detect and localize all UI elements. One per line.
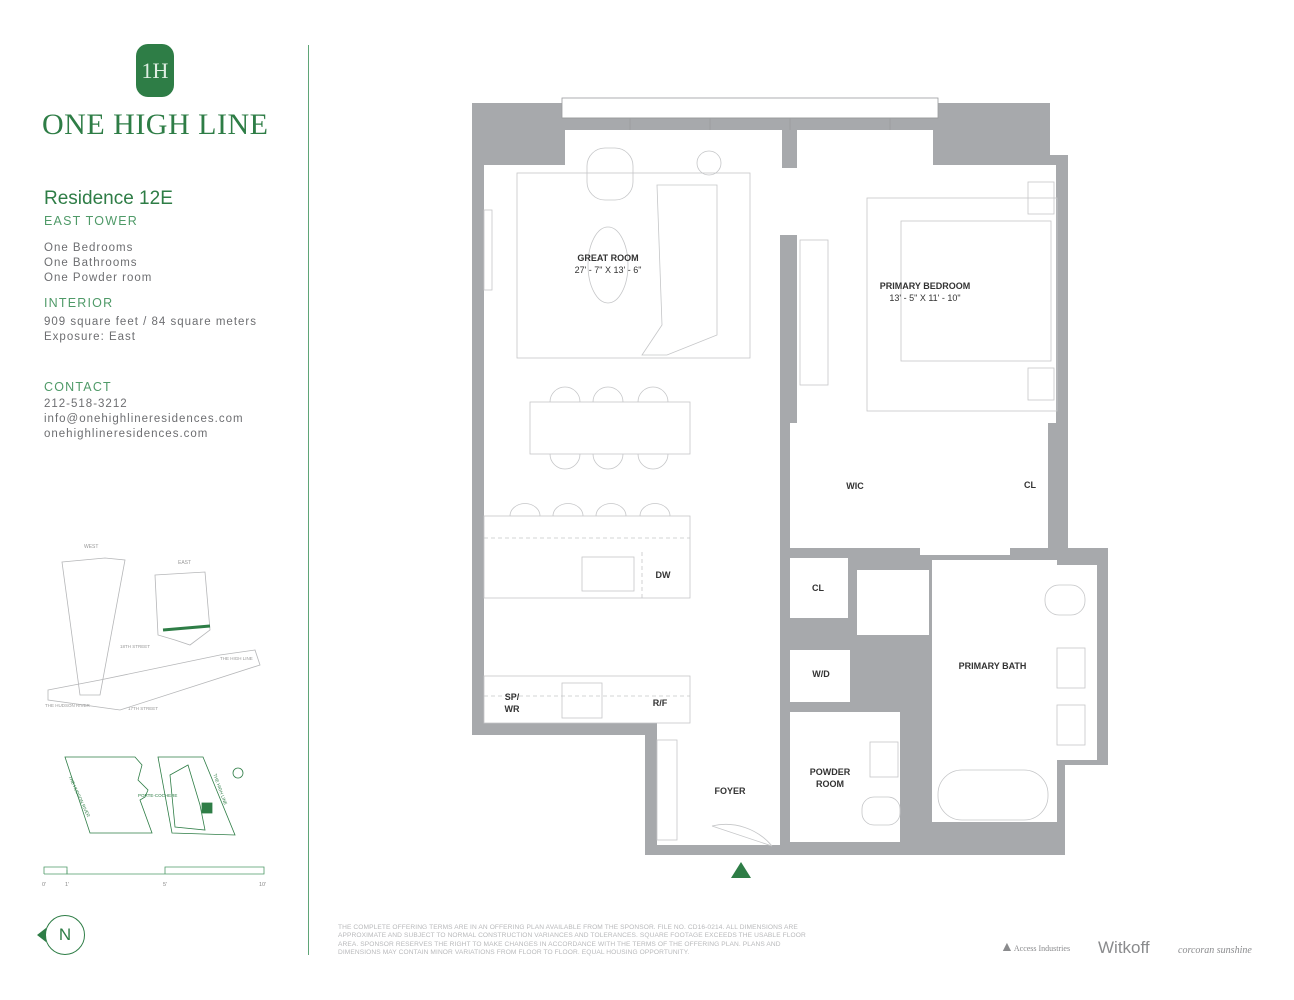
- entry-arrow-icon: [731, 862, 751, 878]
- brand-logo-badge: 1H: [136, 44, 174, 97]
- foyer-label: FOYER: [714, 786, 746, 796]
- window-wall: [561, 97, 939, 130]
- bedrooms: One Bedrooms: [44, 242, 134, 254]
- scale-tick-10: 10': [259, 882, 266, 888]
- partner-witkoff: Witkoff: [1098, 938, 1150, 957]
- contact-heading: CONTACT: [44, 380, 112, 394]
- primary-bath-label: PRIMARY BATH: [958, 661, 1027, 671]
- scale-bar: 0' 1' 5' 10': [42, 866, 266, 888]
- powder-room-label: POWDER ROOM: [809, 767, 851, 789]
- label-17th: 17TH STREET: [128, 706, 158, 711]
- area: 909 square feet / 84 square meters: [44, 316, 257, 328]
- tower-label: EAST TOWER: [44, 214, 138, 228]
- label-highline: THE HIGH LINE: [220, 656, 253, 661]
- contact-details: 212-518-3212 info@onehighlineresidences.…: [44, 397, 244, 442]
- contact-website[interactable]: onehighlineresidences.com: [44, 428, 209, 440]
- compass-arrow-icon: [37, 928, 46, 942]
- dishwasher-label: DW: [655, 570, 671, 580]
- washer-dryer-label: W/D: [812, 669, 830, 679]
- interior-details: 909 square feet / 84 square meters Expos…: [44, 315, 257, 345]
- compass-label: N: [58, 925, 72, 944]
- label-hudson: THE HUDSON RIVER: [45, 703, 91, 708]
- label-porte-cochere: PORTE-COCHERE: [138, 793, 177, 798]
- interior-heading: INTERIOR: [44, 296, 114, 310]
- rooms: [484, 130, 1097, 845]
- partner-access-industries: ▲Access Industries: [1000, 940, 1071, 955]
- closet-label-right: CL: [1024, 480, 1036, 490]
- contact-email[interactable]: info@onehighlineresidences.com: [44, 413, 244, 425]
- legal-disclaimer: THE COMPLETE OFFERING TERMS ARE IN AN OF…: [338, 924, 806, 956]
- exposure: Exposure: East: [44, 331, 136, 343]
- wic-label: WIC: [846, 481, 864, 491]
- scale-tick-5: 5': [163, 882, 167, 888]
- site-map: PORTE-COCHERE THE HUDSON RIVER THE HIGH …: [64, 756, 244, 836]
- partner-corcoran-sunshine: corcoran sunshine: [1178, 945, 1252, 956]
- building-diagram: WEST EAST 18TH STREET THE HIGH LINE THE …: [45, 544, 261, 711]
- closet-label-left: CL: [812, 583, 824, 593]
- vertical-divider: [308, 45, 309, 955]
- scale-tick-1: 1': [65, 882, 69, 888]
- label-18th: 18TH STREET: [120, 644, 150, 649]
- brand-name: ONE HIGH LINE: [42, 108, 269, 141]
- refrigerator-label: R/F: [652, 698, 668, 708]
- residence-title: Residence 12E: [44, 188, 173, 209]
- bathrooms: One Bathrooms: [44, 257, 138, 269]
- room-summary: One Bedrooms One Bathrooms One Powder ro…: [44, 241, 152, 286]
- furniture: [483, 147, 1086, 847]
- spwr-label: SP/ WR: [504, 692, 520, 714]
- powder-rooms: One Powder room: [44, 272, 153, 284]
- scale-tick-0: 0': [42, 882, 46, 888]
- label-east: EAST: [178, 560, 191, 566]
- label-west: WEST: [84, 544, 98, 550]
- contact-phone[interactable]: 212-518-3212: [44, 398, 128, 410]
